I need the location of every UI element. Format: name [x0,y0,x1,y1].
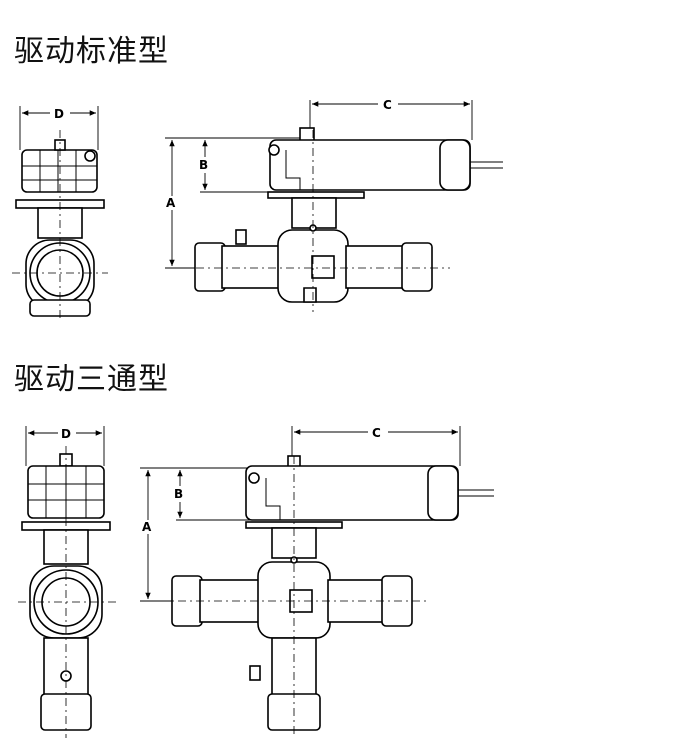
title-three-way-drive: 驱动三通型 [14,362,169,397]
three-way-side-view: D [18,426,116,738]
dim-label-b-three-way: B [174,487,183,501]
three-way-front-view: C A B [140,426,494,738]
dim-label-c-three-way: C [372,426,381,440]
title-standard-drive: 驱动标准型 [14,34,169,69]
dim-label-a-three-way: A [142,520,152,534]
dim-label-a: A [166,196,176,210]
dim-label-d-three-way: D [61,427,71,441]
dim-label-b: B [199,158,208,172]
standard-side-view: D [12,106,108,320]
standard-front-view: C A B [165,98,503,312]
dim-label-c: C [383,98,392,112]
dim-label-d: D [54,107,64,121]
